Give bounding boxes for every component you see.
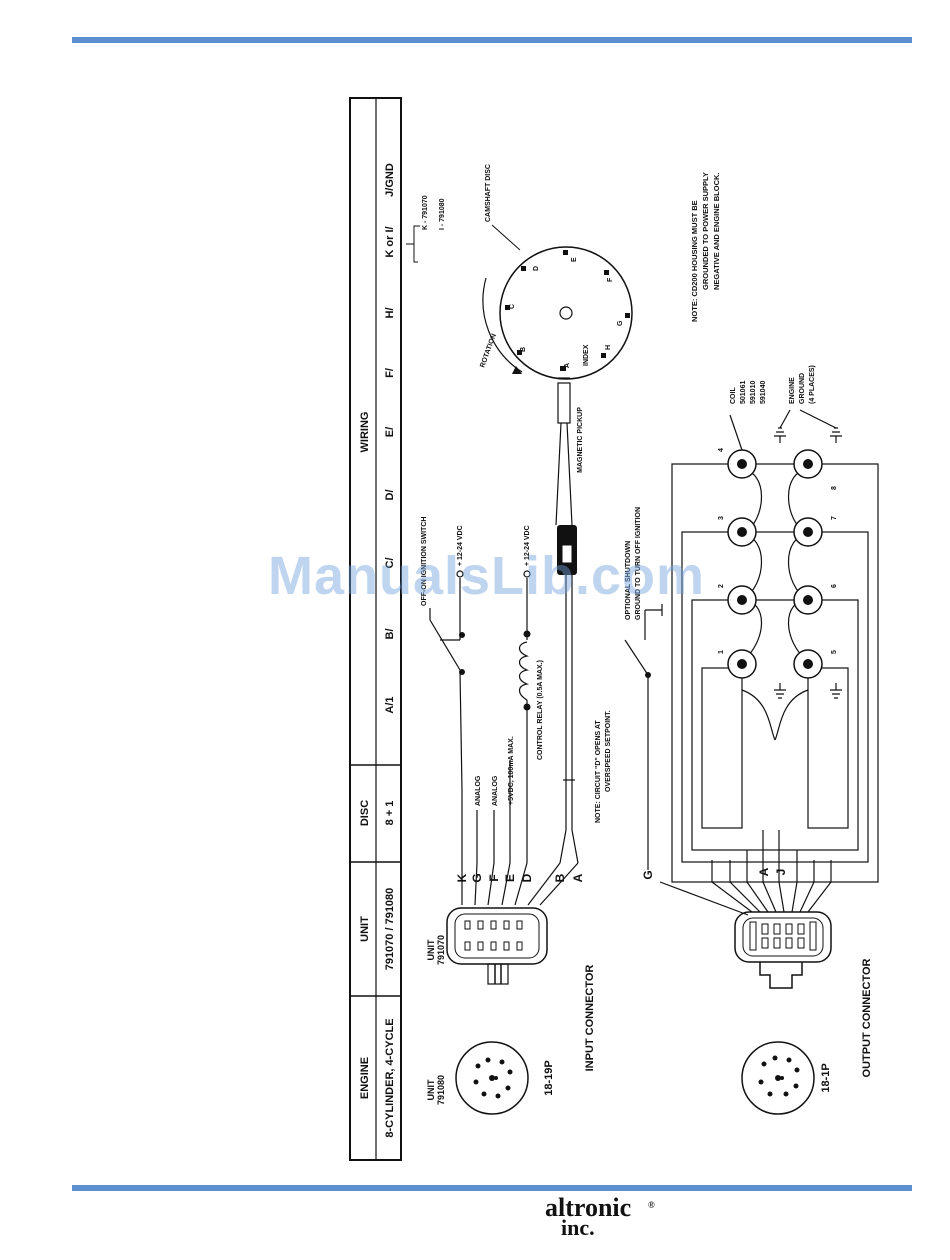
wiring-col: B/ (384, 629, 396, 640)
coil-part: 591040 (760, 381, 767, 404)
value-unit: 791070 / 791080 (384, 888, 396, 971)
input-pin-letter: E (503, 874, 517, 882)
input-pin-letter: G (470, 873, 484, 882)
wiring-col: H/ (384, 308, 396, 319)
output-connector-title: OUTPUT CONNECTOR (861, 958, 873, 1077)
camshaft-disc (482, 246, 633, 380)
coil-number: 8 (831, 486, 838, 490)
index-label: INDEX (583, 344, 590, 366)
housing-note-line: NOTE: CD200 HOUSING MUST BE (690, 200, 699, 322)
wiring-col: C/ (384, 558, 396, 569)
input-pin-letter: F (487, 874, 501, 881)
kor-note-k: K - 791070 (422, 195, 429, 230)
header-engine: ENGINE (359, 1057, 371, 1099)
analog-label-2: ANALOG (492, 775, 499, 806)
coil-number: 7 (831, 516, 838, 520)
output-pin-letter: G (641, 870, 655, 879)
analog-label-1: ANALOG (475, 775, 482, 806)
value-engine: 8-CYLINDER, 4-CYCLE (384, 1018, 396, 1137)
switch-label: OFF-ON IGNITION SWITCH (421, 517, 428, 606)
disc-letter: D (533, 266, 540, 271)
logo-line2: inc. (561, 1215, 595, 1240)
coil-group (727, 449, 823, 679)
header-wiring: WIRING (359, 412, 371, 453)
ground-symbols (729, 409, 842, 699)
wiring-col: E/ (384, 427, 396, 437)
overspeed-note-line: OVERSPEED SETPOINT. (605, 710, 612, 792)
plus5-label: +5VDC, 100mA MAX. (508, 736, 515, 805)
output-connector (734, 911, 832, 989)
housing-note-line: GROUNDED TO POWER SUPPLY (701, 172, 710, 290)
disc-letter: G (617, 320, 624, 326)
wiring-col: J/GND (384, 163, 396, 197)
disc-letter: H (605, 345, 612, 350)
coil-number: 5 (831, 650, 838, 654)
unit-791070-label: UNIT (426, 939, 436, 960)
output-plug-18-1P (741, 1041, 815, 1115)
watermark: ManualsLib.com (268, 546, 706, 606)
engine-ground-line: ENGINE (789, 377, 796, 404)
magnetic-pickup (555, 377, 573, 526)
kor-note-i: I - 791080 (439, 198, 446, 230)
logo-registered-mark: ® (648, 1200, 655, 1210)
coil-label: COIL (730, 387, 737, 404)
spec-table (349, 97, 402, 1161)
top-rule (72, 37, 912, 43)
input-pin-letter: A (571, 873, 585, 882)
pickup-label: MAGNETIC PICKUP (577, 407, 584, 473)
input-connector-791070 (446, 907, 548, 985)
value-disc: 8 + 1 (384, 801, 396, 826)
relay-label: CONTROL RELAY (0.5A MAX.) (537, 660, 544, 760)
overspeed-note-line: NOTE: CIRCUIT "D" OPENS AT (595, 720, 602, 823)
disc-title: CAMSHAFT DISC (485, 164, 492, 222)
input-plug-18-19P (455, 1041, 529, 1115)
coil-number: 1 (718, 650, 725, 654)
input-connector-title: INPUT CONNECTOR (584, 965, 596, 1072)
coil-number: 2 (718, 584, 725, 588)
disc-letter: F (607, 277, 614, 282)
coil-part: 591010 (750, 381, 757, 404)
housing-note-line: NEGATIVE AND ENGINE BLOCK. (712, 172, 721, 290)
input-pin-letter: D (520, 873, 534, 882)
header-disc: DISC (359, 800, 371, 826)
output-plug-label: 18-1P (820, 1063, 832, 1092)
logo-line1: altronic (545, 1193, 632, 1222)
vdc-label-1: + 12-24 VDC (457, 525, 464, 566)
engine-ground-line: GROUND (799, 373, 806, 404)
input-wiring (429, 530, 579, 906)
disc-letter: E (571, 257, 578, 262)
altronic-logo: altronic inc. ® (545, 1195, 655, 1240)
coil-part: 501061 (740, 381, 747, 404)
input-pin-letter: K (455, 873, 469, 882)
wiring-col: D/ (384, 490, 396, 501)
coil-number: 3 (718, 516, 725, 520)
header-unit: UNIT (359, 916, 371, 942)
coil-number: 4 (718, 448, 725, 452)
wiring-col: K or I/ (384, 226, 396, 257)
unit-791070-number: 791070 (436, 935, 446, 965)
disc-letter: C (509, 304, 516, 309)
output-pin-letter: J (774, 869, 788, 876)
wiring-col: F/ (384, 368, 396, 378)
disc-letter: B (520, 347, 527, 352)
input-pin-letter: B (553, 873, 567, 882)
coil-number: 6 (831, 584, 838, 588)
output-pin-letter: A (757, 867, 771, 876)
input-plug-label: 18-19P (543, 1060, 555, 1095)
rotation-label: ROTATION (479, 333, 498, 369)
bottom-rule (72, 1185, 912, 1191)
disc-letter: A (564, 363, 571, 368)
shutdown-line: GROUND TO TURN OFF IGNITION (635, 507, 642, 620)
wiring-col: A/1 (384, 696, 396, 713)
unit-791080-label: UNIT (426, 1079, 436, 1100)
engine-ground-line: (4 PLACES) (809, 365, 816, 404)
output-wiring (624, 463, 879, 916)
unit-791080-number: 791080 (436, 1075, 446, 1105)
vdc-label-2: + 12-24 VDC (524, 525, 531, 566)
shutdown-line: OPTIONAL SHUTDOWN (625, 541, 632, 620)
